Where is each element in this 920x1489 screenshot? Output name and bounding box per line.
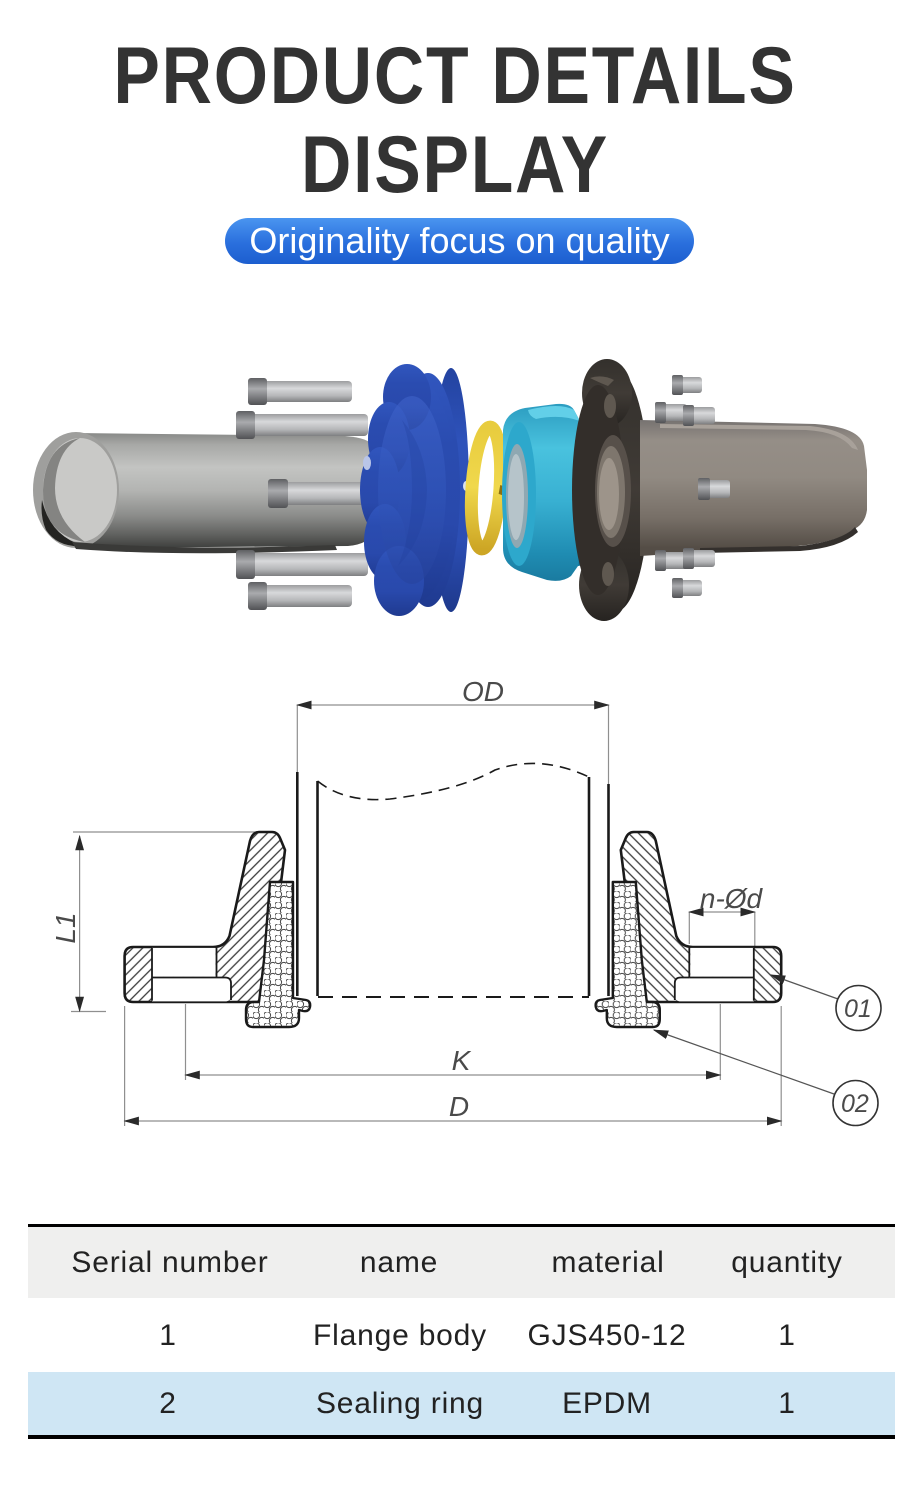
svg-text:02: 02 <box>841 1090 869 1118</box>
svg-text:01: 01 <box>844 995 872 1023</box>
svg-text:L1: L1 <box>50 912 81 943</box>
svg-text:OD: OD <box>462 676 504 707</box>
svg-text:D: D <box>449 1091 469 1122</box>
svg-text:n-Ød: n-Ød <box>700 883 764 914</box>
svg-text:K: K <box>452 1045 472 1076</box>
